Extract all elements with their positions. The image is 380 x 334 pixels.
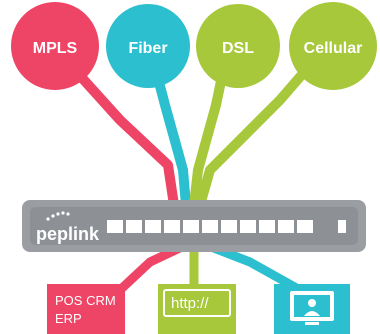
port <box>164 220 180 233</box>
http-box: http:// <box>158 284 236 334</box>
port <box>145 220 161 233</box>
outputs: POS CRM ERP http:// <box>47 284 350 334</box>
dsl-label: DSL <box>222 40 254 57</box>
crm-line-1: POS CRM <box>55 293 116 308</box>
video-box <box>274 284 350 334</box>
mpls-label: MPLS <box>33 40 78 57</box>
port <box>240 220 256 233</box>
mpls-line <box>51 44 179 206</box>
cellular-label: Cellular <box>304 40 363 57</box>
crm-box: POS CRM ERP <box>47 284 125 334</box>
dsl-node: DSL <box>196 4 280 88</box>
connection-lines <box>51 44 329 207</box>
peplink-logo-icon <box>46 211 70 221</box>
video-conference-icon <box>290 291 334 325</box>
port <box>126 220 142 233</box>
router-ports <box>107 220 346 233</box>
port <box>107 220 123 233</box>
port <box>202 220 218 233</box>
cellular-node: Cellular <box>289 2 377 90</box>
crm-box-bg <box>47 284 125 334</box>
fiber-circle <box>106 4 190 88</box>
http-box-bg <box>158 284 236 334</box>
router-brand: peplink <box>36 224 100 244</box>
port <box>259 220 275 233</box>
cellular-circle <box>289 2 377 90</box>
port <box>278 220 294 233</box>
mpls-circle <box>11 2 99 90</box>
fiber-label: Fiber <box>128 40 167 57</box>
router: peplink <box>22 200 366 252</box>
crm-line-2: ERP <box>55 311 82 326</box>
port <box>221 220 237 233</box>
port <box>297 220 313 233</box>
dsl-circle <box>196 4 280 88</box>
fiber-node: Fiber <box>106 4 190 88</box>
mpls-node: MPLS <box>11 2 99 90</box>
port <box>338 220 346 233</box>
port <box>183 220 199 233</box>
http-text: http:// <box>171 295 209 312</box>
connection-circles: MPLS Fiber DSL Cellular <box>11 2 377 90</box>
web-icon <box>163 289 231 317</box>
